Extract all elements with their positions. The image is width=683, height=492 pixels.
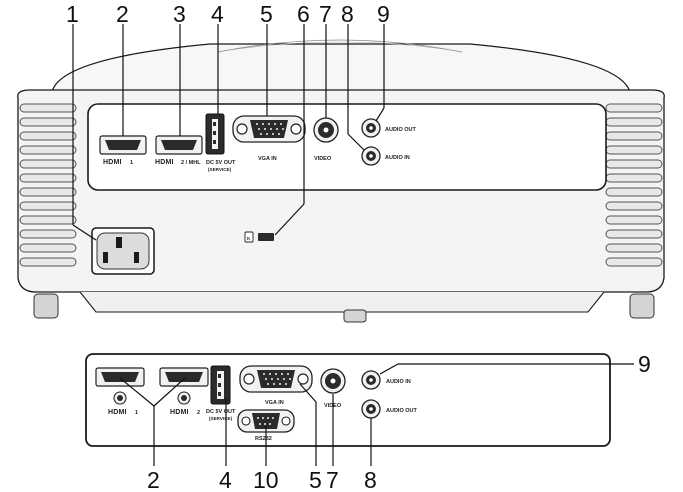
bottom-audio-out-label: AUDIO OUT [386, 408, 418, 414]
callout-bottom-2: 2 [147, 467, 160, 492]
bottom-hdmi1-logo: HDMI [108, 409, 127, 416]
bottom-hdmi2-suffix: 2 [197, 410, 200, 416]
callout-top-6: 6 [297, 1, 310, 27]
bottom-hdmi1-screw [113, 391, 127, 405]
callout-bottom-8: 8 [364, 467, 377, 492]
callout-bottom-10: 10 [253, 467, 279, 492]
bottom-video-port[interactable] [320, 368, 346, 394]
projector-rear-view: HDMI 1 HDMI 2 / MHL DC 5V OUT (SERVICE) [17, 39, 665, 323]
top-dc-service-label: (SERVICE) [208, 167, 232, 172]
bottom-hdmi2-port[interactable] [159, 367, 209, 387]
top-callout-lines [72, 24, 385, 241]
bottom-hdmi2-logo: HDMI [170, 409, 189, 416]
top-hdmi1-suffix: 1 [130, 160, 133, 166]
callout-top-1: 1 [66, 1, 79, 27]
callout-top-9: 9 [377, 1, 390, 27]
left-vents [19, 103, 77, 267]
top-audio-in-port[interactable] [361, 146, 381, 166]
kensington-lock-slot[interactable] [258, 233, 274, 241]
bottom-hdmi2-screw [177, 391, 191, 405]
callout-top-5: 5 [260, 1, 273, 27]
right-foot [629, 293, 655, 319]
callout-top-8: 8 [341, 1, 354, 27]
callout-bottom-9: 9 [638, 351, 651, 377]
top-hdmi2-port[interactable] [155, 135, 203, 155]
bottom-audio-out-port[interactable] [361, 399, 381, 419]
bottom-vga-in-port[interactable] [239, 365, 313, 393]
top-audio-out-port[interactable] [361, 118, 381, 138]
bottom-callout-numbers: 2 4 10 5 7 8 9 [147, 351, 651, 492]
top-dc-label: DC 5V OUT [206, 160, 236, 166]
top-callout-numbers: 1 2 3 4 5 6 7 8 9 [66, 1, 390, 27]
top-hdmi2-suffix: 2 / MHL [181, 160, 201, 166]
bottom-rs232-port[interactable] [237, 409, 295, 433]
bottom-rs232-label: RS232 [255, 436, 272, 442]
top-vga-in-port[interactable] [232, 115, 306, 143]
kensington-lock-icon: K [244, 231, 254, 243]
top-vga-label: VGA IN [258, 156, 277, 162]
top-dc-5v-out-port[interactable] [205, 113, 225, 155]
bottom-dc-5v-out-port[interactable] [210, 365, 231, 405]
bottom-hdmi1-port[interactable] [95, 367, 145, 387]
top-hdmi1-port[interactable] [99, 135, 147, 155]
ac-power-socket[interactable] [91, 227, 155, 275]
callout-bottom-7: 7 [326, 467, 339, 492]
center-foot [343, 309, 367, 323]
bottom-connector-panel-view: HDMI 1 HDMI 2 DC 5V OUT (SERVICE) [85, 353, 611, 447]
bottom-vga-label: VGA IN [265, 400, 284, 406]
bottom-callout-lines [119, 363, 634, 466]
callout-bottom-4: 4 [219, 467, 232, 492]
bottom-audio-in-label: AUDIO IN [386, 379, 411, 385]
callout-bottom-5: 5 [309, 467, 322, 492]
bottom-hdmi1-suffix: 1 [135, 410, 138, 416]
top-hdmi1-logo: HDMI [103, 159, 122, 166]
callout-top-4: 4 [211, 1, 224, 27]
left-foot [33, 293, 59, 319]
top-video-port[interactable] [313, 117, 339, 143]
callout-top-2: 2 [116, 1, 129, 27]
callout-top-7: 7 [319, 1, 332, 27]
bottom-dc-label: DC 5V OUT [206, 409, 236, 415]
top-audio-out-label: AUDIO OUT [385, 127, 417, 133]
bottom-audio-in-port[interactable] [361, 370, 381, 390]
svg-text:K: K [247, 236, 251, 241]
top-hdmi2-logo: HDMI [155, 159, 174, 166]
top-video-label: VIDEO [314, 156, 332, 162]
bottom-dc-service-label: (SERVICE) [209, 416, 233, 421]
callout-top-3: 3 [173, 1, 186, 27]
top-audio-in-label: AUDIO IN [385, 155, 410, 161]
